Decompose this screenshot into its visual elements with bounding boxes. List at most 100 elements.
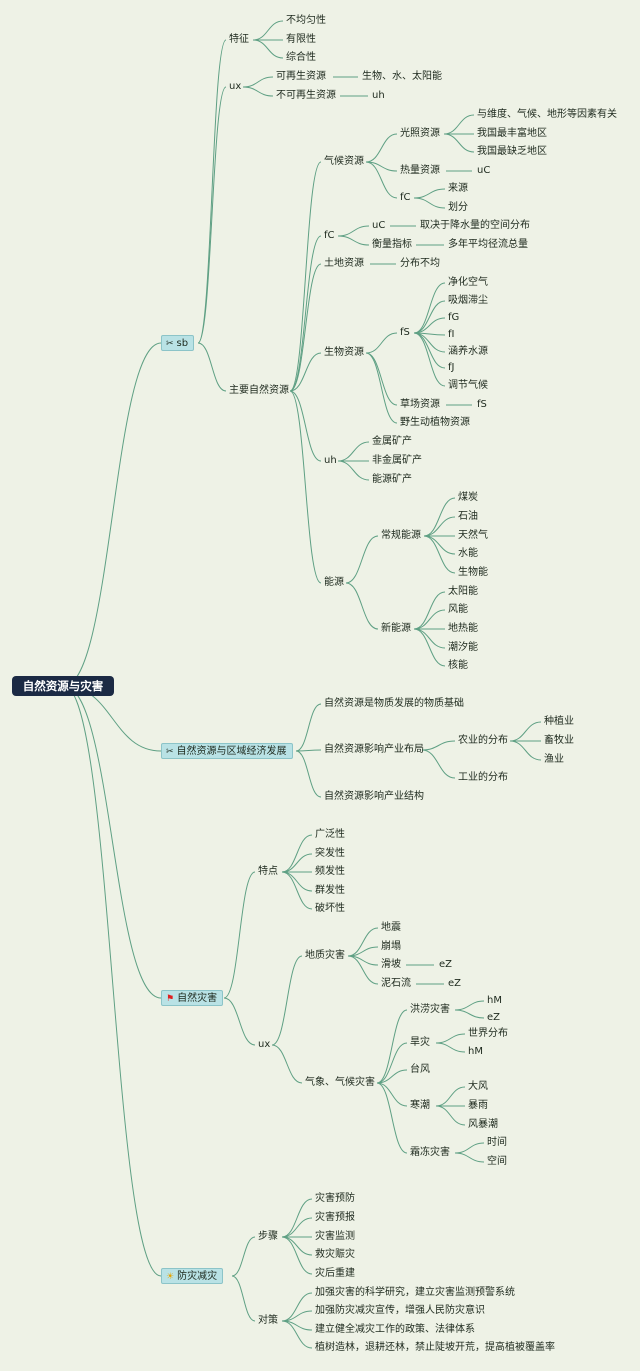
node-renewable[interactable]: 可再生资源 (276, 71, 326, 82)
branch-prevention[interactable]: ☀防灾减灾 (161, 1268, 224, 1284)
node-climate[interactable]: 气候资源 (324, 156, 364, 167)
node-fs-4[interactable]: fI (448, 329, 455, 340)
node-fs-6[interactable]: fJ (448, 362, 455, 373)
node-tezheng[interactable]: 特征 (229, 34, 249, 45)
branch-disaster[interactable]: ⚑自然灾害 (161, 990, 224, 1006)
node-landslide[interactable]: 滑坡 (381, 959, 401, 970)
node-cold-3[interactable]: 风暴潮 (468, 1119, 498, 1130)
node-uc[interactable]: uC (372, 220, 386, 231)
node-debris-ex[interactable]: eZ (448, 978, 462, 989)
node-tedian-1[interactable]: 广泛性 (315, 829, 345, 840)
node-flood-1[interactable]: hM (487, 995, 502, 1006)
node-steps-1[interactable]: 灾害预防 (315, 1193, 355, 1204)
node-steps[interactable]: 步骤 (258, 1231, 278, 1242)
node-ux-1[interactable]: ux (229, 81, 242, 92)
node-light-2[interactable]: 我国最丰富地区 (477, 128, 547, 139)
node-measures-2[interactable]: 加强防灾减灾宣传，增强人民防灾意识 (315, 1305, 485, 1316)
node-fc-source[interactable]: 来源 (448, 183, 468, 194)
node-heat-ex[interactable]: uC (477, 165, 491, 176)
node-conv-1[interactable]: 煤炭 (458, 492, 478, 503)
node-frost-2[interactable]: 空间 (487, 1156, 507, 1167)
node-frost-1[interactable]: 时间 (487, 1137, 507, 1148)
node-collapse[interactable]: 崩塌 (381, 941, 401, 952)
node-fs-7[interactable]: 调节气候 (448, 380, 488, 391)
node-climate-fc[interactable]: fC (400, 192, 411, 203)
node-tezheng-2[interactable]: 有限性 (286, 34, 316, 45)
node-quake[interactable]: 地震 (381, 922, 401, 933)
node-tedian[interactable]: 特点 (258, 866, 278, 877)
node-uc-ex[interactable]: 取决于降水量的空间分布 (420, 220, 530, 231)
node-new-5[interactable]: 核能 (448, 660, 468, 671)
node-uh[interactable]: uh (324, 455, 337, 466)
node-layout[interactable]: 自然资源影响产业布局 (324, 744, 424, 755)
node-new-4[interactable]: 潮汐能 (448, 642, 478, 653)
node-steps-4[interactable]: 救灾赈灾 (315, 1249, 355, 1260)
node-agri-2[interactable]: 畜牧业 (544, 735, 574, 746)
node-cold[interactable]: 寒潮 (410, 1100, 430, 1111)
node-bio[interactable]: 生物资源 (324, 347, 364, 358)
node-conv-4[interactable]: 水能 (458, 548, 478, 559)
node-new-energy[interactable]: 新能源 (381, 623, 411, 634)
node-grass[interactable]: 草场资源 (400, 399, 440, 410)
node-steps-3[interactable]: 灾害监测 (315, 1231, 355, 1242)
node-drought-1[interactable]: 世界分布 (468, 1028, 508, 1039)
node-agri-3[interactable]: 渔业 (544, 754, 564, 765)
node-fs-2[interactable]: 吸烟滞尘 (448, 295, 488, 306)
node-fs-1[interactable]: 净化空气 (448, 277, 488, 288)
node-fs-5[interactable]: 涵养水源 (448, 346, 488, 357)
node-new-1[interactable]: 太阳能 (448, 586, 478, 597)
node-tedian-3[interactable]: 频发性 (315, 866, 345, 877)
node-uh-1[interactable]: 金属矿产 (372, 436, 412, 447)
root-node[interactable]: 自然资源与灾害 (12, 676, 114, 696)
branch-sb[interactable]: ✂sb (161, 335, 195, 351)
node-industry[interactable]: 工业的分布 (458, 772, 508, 783)
node-nonrenewable-ex[interactable]: uh (372, 90, 385, 101)
node-main-resources[interactable]: 主要自然资源 (229, 385, 289, 396)
node-drought[interactable]: 旱灾 (410, 1037, 430, 1048)
node-wild[interactable]: 野生动植物资源 (400, 417, 470, 428)
node-grass-ex[interactable]: fS (477, 399, 487, 410)
node-measures-1[interactable]: 加强灾害的科学研究，建立灾害监测预警系统 (315, 1287, 515, 1298)
node-geo[interactable]: 地质灾害 (305, 950, 345, 961)
node-uh-3[interactable]: 能源矿产 (372, 474, 412, 485)
node-cold-1[interactable]: 大风 (468, 1081, 488, 1092)
node-steps-5[interactable]: 灾后重建 (315, 1268, 355, 1279)
node-fs-3[interactable]: fG (448, 312, 460, 323)
node-agri-1[interactable]: 种植业 (544, 716, 574, 727)
node-flood-2[interactable]: eZ (487, 1012, 501, 1023)
node-nonrenewable[interactable]: 不可再生资源 (276, 90, 336, 101)
node-tedian-2[interactable]: 突发性 (315, 848, 345, 859)
node-land[interactable]: 土地资源 (324, 258, 364, 269)
node-measure-ex[interactable]: 多年平均径流总量 (448, 239, 528, 250)
node-new-2[interactable]: 风能 (448, 604, 468, 615)
node-measures-3[interactable]: 建立健全减灾工作的政策、法律体系 (315, 1324, 475, 1335)
node-fc[interactable]: fC (324, 230, 335, 241)
node-conv-5[interactable]: 生物能 (458, 567, 488, 578)
node-tedian-5[interactable]: 破坏性 (315, 903, 345, 914)
node-uh-2[interactable]: 非金属矿产 (372, 455, 422, 466)
node-steps-2[interactable]: 灾害预报 (315, 1212, 355, 1223)
node-measures-4[interactable]: 植树造林，退耕还林，禁止陡坡开荒，提高植被覆盖率 (315, 1342, 555, 1353)
branch-economy[interactable]: ✂自然资源与区域经济发展 (161, 743, 293, 759)
node-structure[interactable]: 自然资源影响产业结构 (324, 791, 424, 802)
node-renewable-ex[interactable]: 生物、水、太阳能 (362, 71, 442, 82)
node-drought-2[interactable]: hM (468, 1046, 483, 1057)
node-typhoon[interactable]: 台风 (410, 1064, 430, 1075)
node-light[interactable]: 光照资源 (400, 128, 440, 139)
node-new-3[interactable]: 地热能 (448, 623, 478, 634)
node-landslide-ex[interactable]: eZ (439, 959, 453, 970)
node-light-3[interactable]: 我国最缺乏地区 (477, 146, 547, 157)
node-agri[interactable]: 农业的分布 (458, 735, 508, 746)
node-tezheng-1[interactable]: 不均匀性 (286, 15, 326, 26)
node-heat[interactable]: 热量资源 (400, 165, 440, 176)
node-measures[interactable]: 对策 (258, 1315, 278, 1326)
node-ux-2[interactable]: ux (258, 1039, 271, 1050)
node-tedian-4[interactable]: 群发性 (315, 885, 345, 896)
node-conventional[interactable]: 常规能源 (381, 530, 421, 541)
node-land-ex[interactable]: 分布不均 (400, 258, 440, 269)
node-debris[interactable]: 泥石流 (381, 978, 411, 989)
node-met[interactable]: 气象、气候灾害 (305, 1077, 375, 1088)
node-flood[interactable]: 洪涝灾害 (410, 1004, 450, 1015)
node-fc-division[interactable]: 划分 (448, 202, 468, 213)
node-cold-2[interactable]: 暴雨 (468, 1100, 488, 1111)
